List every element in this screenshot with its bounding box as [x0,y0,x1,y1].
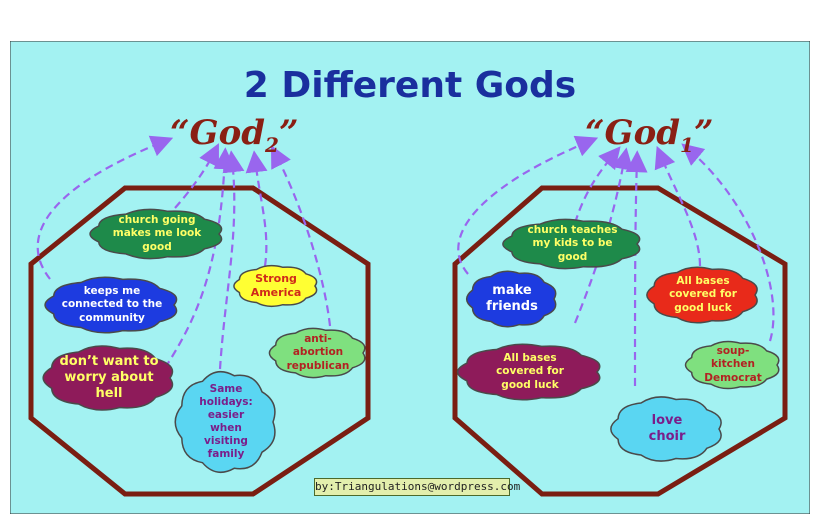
cloud-church-going: church going makes me look good [89,208,223,260]
cloud-outline [646,266,758,324]
cloud-church-going-text: church going makes me look good [112,214,202,253]
cloud-shape [42,345,174,411]
left-arrows [36,135,332,370]
cloud-shape [44,276,178,334]
cloud-outline [465,270,557,328]
cloud-keeps-me-connected-text: keeps me connected to the community [61,285,163,324]
cloud-make-friends: make friends [465,270,557,328]
arrow-right-2 [573,146,621,224]
cloud-shape [646,266,758,324]
arrow-right-6 [681,143,775,342]
cloud-outline [44,276,178,334]
god-2-label: “God2” [170,113,299,157]
cloud-shape [684,340,780,390]
cloud-bases-covered-1: All bases covered for good luck [456,343,601,401]
cloud-shape [610,396,722,462]
cloud-anti-abortion: anti-abortion republican [268,327,366,379]
arrow-left-6 [270,145,332,327]
right-octagon [452,185,788,497]
cloud-outline [456,343,601,401]
cloud-shape [268,327,366,379]
cloud-outline [42,345,174,411]
arrow-right-1 [457,135,599,275]
arrow-left-5 [245,150,268,267]
left-octagon [28,185,371,497]
arrow-left-4 [218,150,245,370]
page-title: 2 Different Gods [243,65,577,106]
god-1-subscript: 1 [680,132,694,157]
cloud-outline [233,264,318,308]
cloud-outline [684,340,780,390]
cloud-outline [89,208,223,260]
cloud-outline [610,396,722,462]
cloud-outline [268,327,366,379]
cloud-outline [174,370,276,474]
cloud-same-holidays-text: Same holidays: easier when visiting fami… [199,382,253,461]
cloud-love-choir-text: love choir [648,412,686,444]
arrow-left-3 [164,147,236,369]
cloud-outline [502,218,641,270]
cloud-anti-abortion-text: anti-abortion republican [286,333,350,372]
cloud-soup-kitchen-text: soup-kitchen Democrat [704,345,762,384]
cloud-strong-america: Strong America [233,264,318,308]
arrow-left-2 [174,143,219,209]
god-1-name: “God [585,113,681,153]
cloud-keeps-me-connected: keeps me connected to the community [44,276,178,334]
cloud-soup-kitchen: soup-kitchen Democrat [684,340,780,390]
cloud-shape [502,218,641,270]
cloud-bases-covered-1-text: All bases covered for good luck [496,352,564,391]
cloud-make-friends-text: make friends [486,282,538,314]
cloud-same-holidays: Same holidays: easier when visiting fami… [174,370,276,474]
cloud-love-choir: love choir [610,396,722,462]
cloud-shape [465,270,557,328]
god-2-name: “God [170,113,266,153]
cloud-church-teaches: church teaches my kids to be good [502,218,641,270]
arrow-right-5 [654,145,702,267]
cloud-church-teaches-text: church teaches my kids to be good [527,224,618,263]
cloud-dont-want-hell-text: don’t want to worry about hell [59,353,159,402]
cloud-shape [174,370,276,474]
god-2-close-quote: ” [278,113,299,153]
cloud-dont-want-hell: don’t want to worry about hell [42,345,174,411]
god-1-label: “God1” [585,113,714,157]
cloud-strong-america-text: Strong America [250,272,302,299]
cloud-bases-covered-2: All bases covered for good luck [646,266,758,324]
god-2-subscript: 2 [265,132,279,157]
god-1-close-quote: ” [693,113,714,153]
cloud-shape [89,208,223,260]
arrow-left-1 [36,135,174,280]
cloud-bases-covered-2-text: All bases covered for good luck [669,275,737,314]
cloud-shape [233,264,318,308]
cloud-shape [456,343,601,401]
credit-badge: by:Triangulations@wordpress.com [314,478,520,496]
